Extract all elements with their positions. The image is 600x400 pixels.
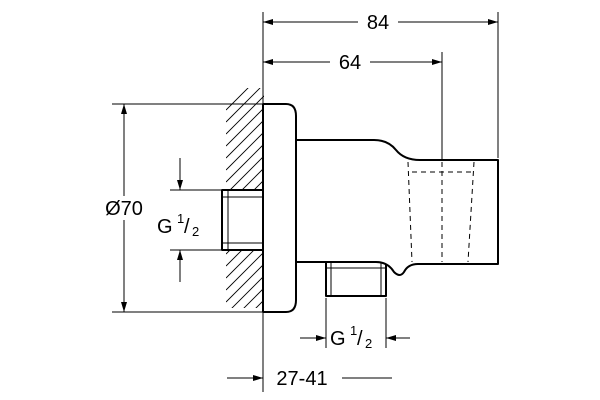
inlet-thread	[221, 189, 264, 251]
outlet-thread	[325, 261, 387, 297]
outlet-thread-numerator: 1	[350, 323, 357, 338]
outlet-thread-symbol: G	[330, 328, 346, 350]
dimension-84-label: 84	[367, 12, 389, 34]
outlet-thread-slash: /	[357, 328, 363, 350]
outlet-thread-denominator: 2	[365, 336, 372, 351]
dimension-overall-length: 84	[262, 10, 499, 158]
dimension-diameter-label: Ø70	[105, 198, 143, 220]
inlet-thread-numerator: 1	[177, 211, 184, 226]
inlet-thread-slash: /	[184, 216, 190, 238]
dimension-range-label: 27-41	[276, 368, 327, 390]
inlet-thread-denominator: 2	[192, 224, 199, 239]
wall-flange	[262, 103, 297, 313]
dimension-64-label: 64	[339, 52, 361, 74]
holder-socket-hidden	[407, 161, 475, 263]
dimension-wall-range: 27-41	[227, 310, 392, 392]
dimension-outlet-thread: G 1 / 2	[300, 298, 410, 351]
holder-body	[295, 139, 499, 276]
dimension-body-length: 64	[263, 50, 443, 160]
dimension-wall-diameter: Ø70	[98, 103, 262, 313]
inlet-thread-symbol: G	[157, 216, 173, 238]
dimension-inlet-thread: G 1 / 2	[157, 158, 221, 282]
